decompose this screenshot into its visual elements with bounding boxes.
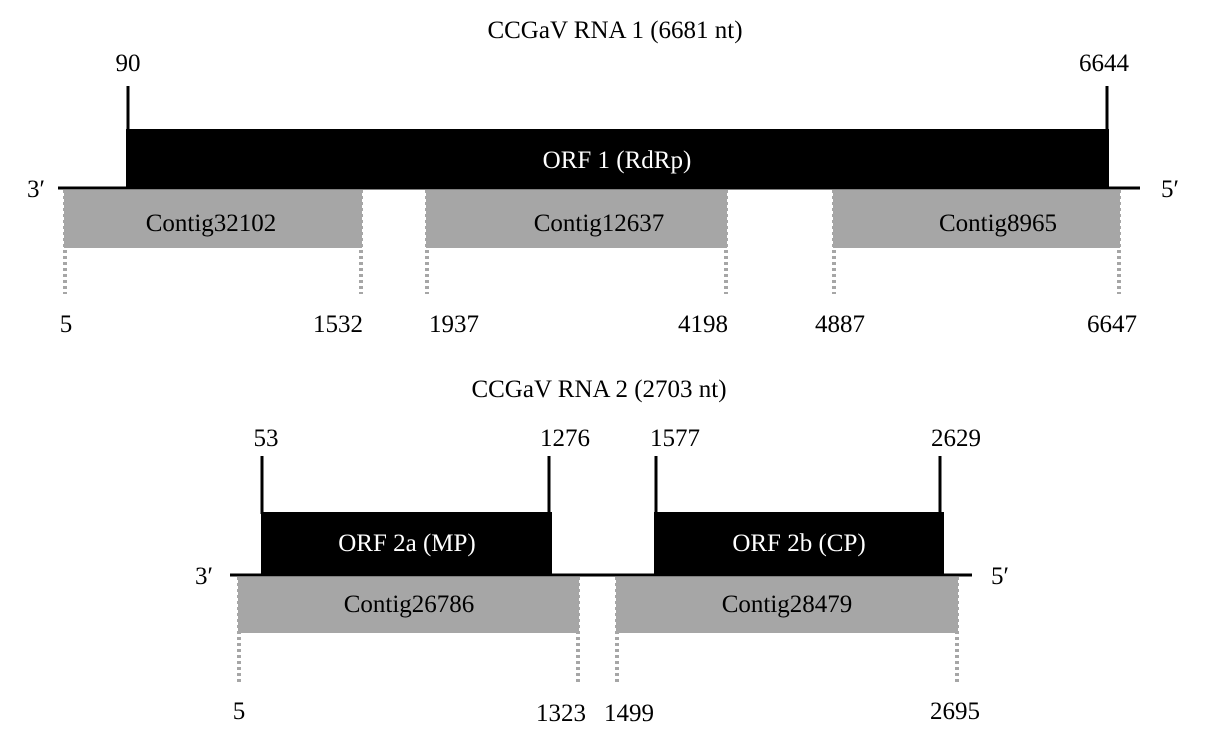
rna2-orf2a-box [261, 512, 552, 574]
rna2-contig26786-label: Contig26786 [344, 591, 475, 618]
rna1-3prime-label: 3′ [27, 176, 45, 203]
rna2-contig28479-start-label: 1499 [604, 700, 654, 727]
rna1-5prime-label: 5′ [1161, 176, 1179, 203]
rna1-contig12637-box [426, 190, 727, 248]
rna1-contig8965-end-label: 6647 [1087, 311, 1137, 338]
rna1-contig32102-start-label: 5 [60, 311, 73, 338]
rna2-contig28479-label: Contig28479 [722, 591, 853, 618]
rna2-orf2a-label: ORF 2a (MP) [338, 530, 476, 557]
rna2-contig28479-box [616, 577, 958, 633]
rna1-section: CCGaV RNA 1 (6681 nt) 90 6644 ORF 1 (RdR… [27, 17, 1179, 338]
rna1-contig32102-box [64, 190, 362, 248]
rna2-orf2b-start-label: 1577 [650, 425, 700, 452]
rna1-contig32102-end-label: 1532 [313, 311, 363, 338]
rna2-orf2b-end-label: 2629 [931, 425, 981, 452]
rna1-orf1-box [126, 129, 1109, 188]
rna2-contig26786-box [238, 577, 579, 633]
rna2-orf2a-start-label: 53 [254, 425, 279, 452]
rna1-contig8965-box [833, 190, 1120, 248]
rna1-title: CCGaV RNA 1 (6681 nt) [487, 17, 742, 44]
rna1-contig8965-start-label: 4887 [815, 311, 865, 338]
rna2-contig28479-end-label: 2695 [930, 698, 980, 725]
rna2-contig26786-end-label: 1323 [536, 700, 586, 727]
rna1-orf1-end-label: 6644 [1079, 50, 1130, 77]
rna2-orf2b-label: ORF 2b (CP) [732, 530, 865, 557]
rna1-contig12637-label: Contig12637 [534, 210, 665, 237]
rna2-3prime-label: 3′ [195, 563, 213, 590]
rna2-section: CCGaV RNA 2 (2703 nt) 53 1276 ORF 2a (MP… [195, 376, 1009, 727]
rna2-contig26786-start-label: 5 [233, 698, 246, 725]
rna1-contig12637-start-label: 1937 [429, 311, 479, 338]
rna2-title: CCGaV RNA 2 (2703 nt) [471, 376, 726, 403]
rna1-contig8965-label: Contig8965 [939, 210, 1057, 237]
rna2-5prime-label: 5′ [991, 563, 1009, 590]
rna1-contig12637-end-label: 4198 [678, 311, 728, 338]
rna2-orf2b-box [654, 512, 944, 574]
rna1-orf1-start-label: 90 [116, 50, 141, 77]
rna2-orf2a-end-label: 1276 [540, 425, 590, 452]
rna1-orf1-label: ORF 1 (RdRp) [543, 147, 692, 174]
rna1-contig32102-label: Contig32102 [146, 210, 277, 237]
